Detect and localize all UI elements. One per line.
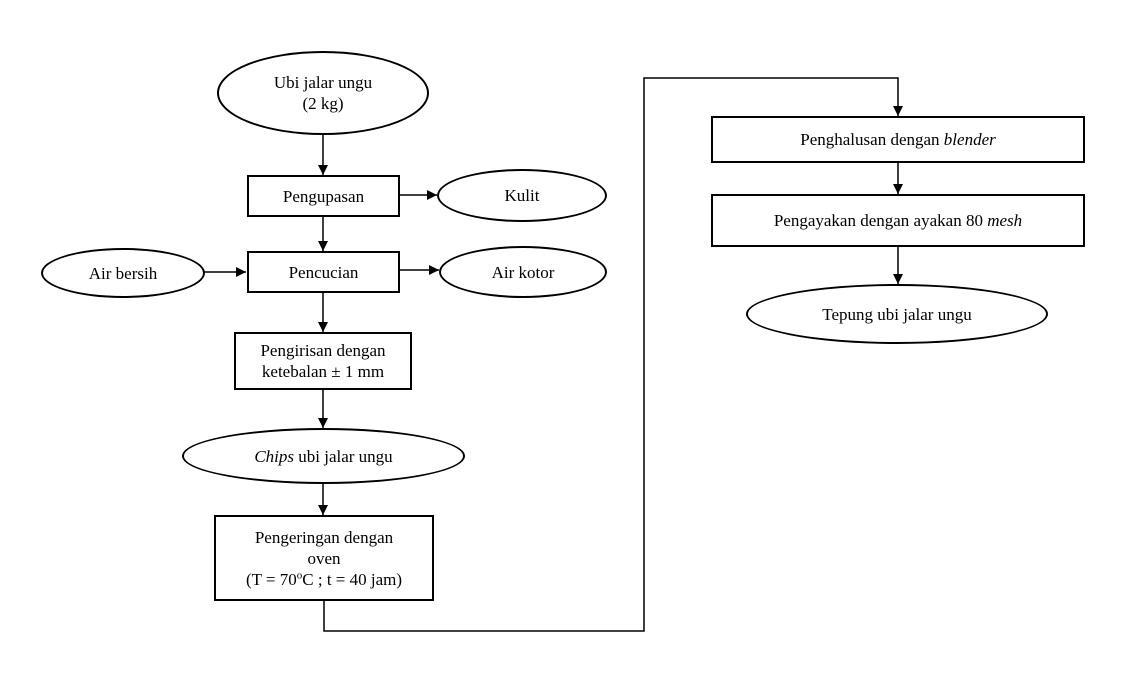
chips-node: Chips ubi jalar ungu	[182, 428, 465, 484]
drying-label-line1: Pengeringan dengan	[254, 527, 394, 547]
peeling-step: Pengupasan	[247, 175, 400, 217]
degree-superscript: o	[296, 568, 303, 581]
sieving-step: Pengayakan dengan ayakan 80 mesh	[711, 194, 1085, 247]
peeling-label: Pengupasan	[282, 186, 365, 206]
grinding-label: Penghalusan dengan blender	[800, 129, 995, 150]
slicing-label: Pengirisan dengan ketebalan ± 1 mm	[260, 340, 385, 382]
drying-label-line3: (T = 70oC ; t = 40 jam)	[246, 569, 402, 590]
drying-temp-prefix: (T = 70	[245, 569, 297, 589]
drying-step: Pengeringan dengan oven (T = 70oC ; t = …	[214, 515, 434, 601]
drying-label-line2: oven	[307, 548, 341, 568]
skin-waste-label: Kulit	[504, 186, 540, 205]
chips-label-rest: ubi jalar ungu	[294, 446, 393, 466]
flour-product-label: Tepung ubi jalar ungu	[822, 304, 972, 324]
raw-material-label: Ubi jalar ungu (2 kg)	[274, 72, 372, 114]
grinding-step: Penghalusan dengan blender	[711, 116, 1085, 163]
chips-label-italic: Chips	[254, 446, 294, 466]
drying-temp-suffix: C ; t = 40 jam)	[302, 569, 403, 589]
grinding-label-italic: blender	[943, 130, 996, 149]
skin-waste-node: Kulit	[437, 169, 607, 222]
connector-drying-to-grinding	[323, 77, 903, 632]
drying-label: Pengeringan dengan oven (T = 70oC ; t = …	[246, 527, 402, 590]
dirty-water-label: Air kotor	[491, 262, 555, 282]
sieving-label-text: Pengayakan dengan ayakan 80	[773, 211, 988, 230]
raw-material-name: Ubi jalar ungu	[273, 73, 373, 92]
slicing-label-line1: Pengirisan dengan	[260, 341, 386, 360]
clean-water-node: Air bersih	[41, 248, 205, 298]
grinding-label-text: Penghalusan dengan	[800, 130, 944, 149]
washing-step: Pencucian	[247, 251, 400, 293]
raw-material-quantity: (2 kg)	[302, 94, 344, 113]
flour-product-node: Tepung ubi jalar ungu	[746, 284, 1048, 344]
dirty-water-node: Air kotor	[439, 246, 607, 298]
slicing-step: Pengirisan dengan ketebalan ± 1 mm	[234, 332, 412, 390]
sieving-label-italic: mesh	[987, 211, 1023, 230]
slicing-label-line2: ketebalan ± 1 mm	[261, 362, 385, 381]
sieving-label: Pengayakan dengan ayakan 80 mesh	[774, 210, 1022, 231]
washing-label: Pencucian	[288, 262, 359, 282]
raw-material-node: Ubi jalar ungu (2 kg)	[217, 51, 429, 135]
clean-water-label: Air bersih	[88, 263, 158, 283]
chips-label: Chips ubi jalar ungu	[254, 446, 392, 467]
